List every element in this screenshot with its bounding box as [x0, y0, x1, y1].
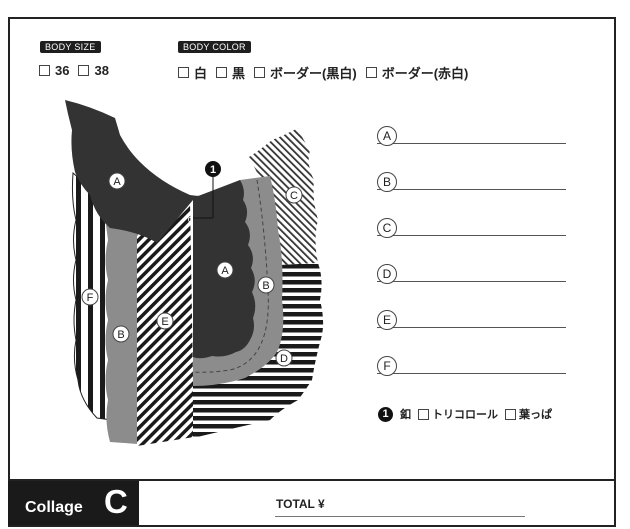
- button-options: 1 釦 トリコロール 葉っぱ: [378, 406, 552, 422]
- answer-b: B: [377, 172, 566, 192]
- checkbox[interactable]: [254, 67, 266, 78]
- color-option-black[interactable]: 黒: [216, 63, 245, 82]
- body-color-options: 白 黒 ボーダー(黒白) ボーダー(赤白): [178, 63, 468, 82]
- collar-a: [65, 100, 242, 243]
- answer-f: F: [377, 356, 566, 376]
- body-size-tag: BODY SIZE: [40, 41, 101, 53]
- label-body-a: A: [221, 265, 229, 277]
- label-collar-a: A: [113, 176, 121, 188]
- body-color-tag: BODY COLOR: [178, 41, 251, 53]
- checkbox[interactable]: [505, 408, 516, 420]
- total-label: TOTAL ¥: [276, 497, 325, 511]
- button-option-tricolore[interactable]: トリコロール: [418, 406, 498, 422]
- size-option-38[interactable]: 38: [78, 63, 109, 78]
- answer-c: C: [377, 218, 566, 238]
- button-option-leaf[interactable]: 葉っぱ: [505, 406, 552, 422]
- label-f: F: [87, 292, 94, 304]
- answer-d: D: [377, 264, 566, 284]
- body-size-options: 36 38: [39, 63, 109, 78]
- answer-c-input[interactable]: [377, 233, 566, 236]
- checkbox[interactable]: [39, 65, 50, 76]
- label-c: C: [290, 190, 298, 202]
- button-c-mark: c: [188, 214, 193, 224]
- total-input[interactable]: [275, 514, 525, 517]
- panel-d: [193, 263, 324, 438]
- panel-c: [249, 128, 318, 265]
- checkbox[interactable]: [178, 67, 189, 78]
- answer-a: A: [377, 126, 566, 146]
- answer-d-input[interactable]: [377, 279, 566, 282]
- color-option-border-bw[interactable]: ボーダー(黒白): [254, 63, 357, 82]
- button-number-badge: 1: [378, 406, 393, 422]
- label-body-b-right: B: [262, 280, 269, 292]
- answer-e-input[interactable]: [377, 325, 566, 328]
- button-label: 釦: [400, 409, 411, 421]
- color-option-white[interactable]: 白: [178, 63, 207, 82]
- checkbox[interactable]: [418, 408, 429, 420]
- footer-divider: [8, 479, 614, 481]
- answer-f-input[interactable]: [377, 371, 566, 374]
- checkbox[interactable]: [78, 65, 90, 76]
- order-sheet-frame: [8, 17, 616, 527]
- answer-b-input[interactable]: [377, 187, 566, 190]
- button-marker-number: 1: [210, 164, 216, 176]
- checkbox[interactable]: [216, 67, 228, 78]
- label-e: E: [161, 316, 168, 328]
- answer-a-input[interactable]: [377, 141, 566, 144]
- size-option-36[interactable]: 36: [39, 63, 69, 78]
- checkbox[interactable]: [365, 67, 377, 78]
- brand-logo: Collage C: [8, 481, 139, 525]
- answer-e: E: [377, 310, 566, 330]
- color-option-border-rw[interactable]: ボーダー(赤白): [365, 63, 468, 82]
- button-marker: [205, 161, 221, 177]
- label-body-b-left: B: [117, 329, 124, 341]
- label-d: D: [280, 353, 288, 365]
